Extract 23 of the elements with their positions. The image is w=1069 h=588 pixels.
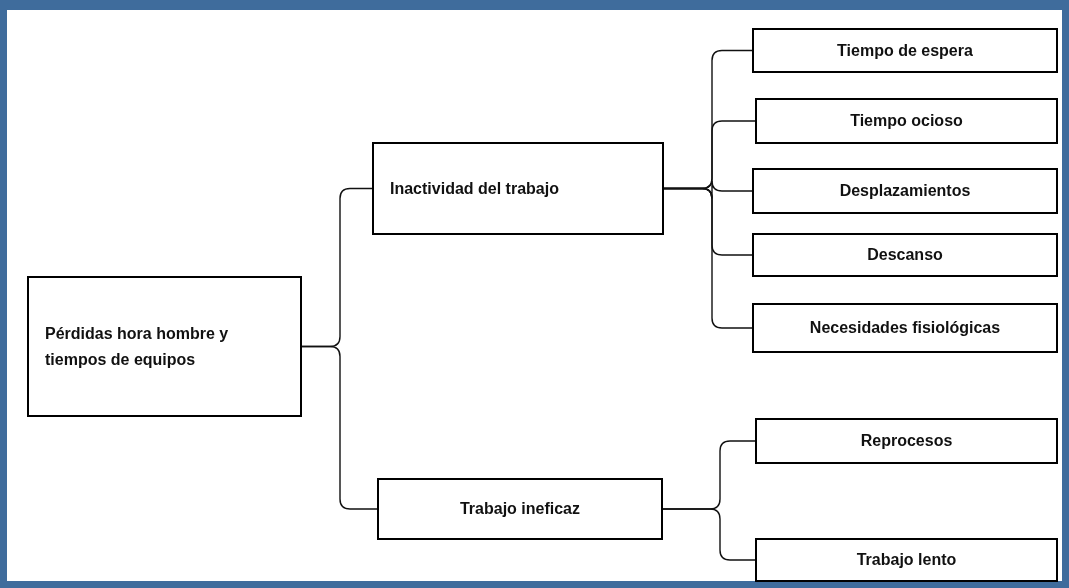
process-box	[27, 276, 302, 417]
process-box	[752, 233, 1058, 277]
box-text: Inactividad del trabajo	[390, 178, 559, 199]
box-text: Trabajo lento	[856, 550, 957, 571]
brace-connector	[663, 187, 753, 329]
process-box	[752, 303, 1058, 353]
process-box	[752, 28, 1058, 73]
process-box	[755, 538, 1058, 582]
process-box	[752, 168, 1058, 214]
box-text: Pérdidas hora hombre y tiempos de equipos	[45, 323, 230, 370]
box-text: Desplazamientos	[839, 181, 971, 202]
process-box	[755, 418, 1058, 464]
box-text: Reprocesos	[860, 431, 953, 452]
box-text: Necesidades fisiológicas	[809, 318, 1001, 339]
brace-connector	[662, 508, 756, 561]
box-text: Descanso	[867, 245, 943, 266]
process-box	[372, 142, 664, 235]
box-text: Tiempo ocioso	[850, 111, 963, 132]
brace-connector	[301, 345, 378, 510]
box-text: Trabajo ineficaz	[459, 499, 580, 520]
process-box	[377, 478, 663, 540]
box-text: Tiempo de espera	[837, 40, 973, 61]
process-box	[755, 98, 1058, 144]
